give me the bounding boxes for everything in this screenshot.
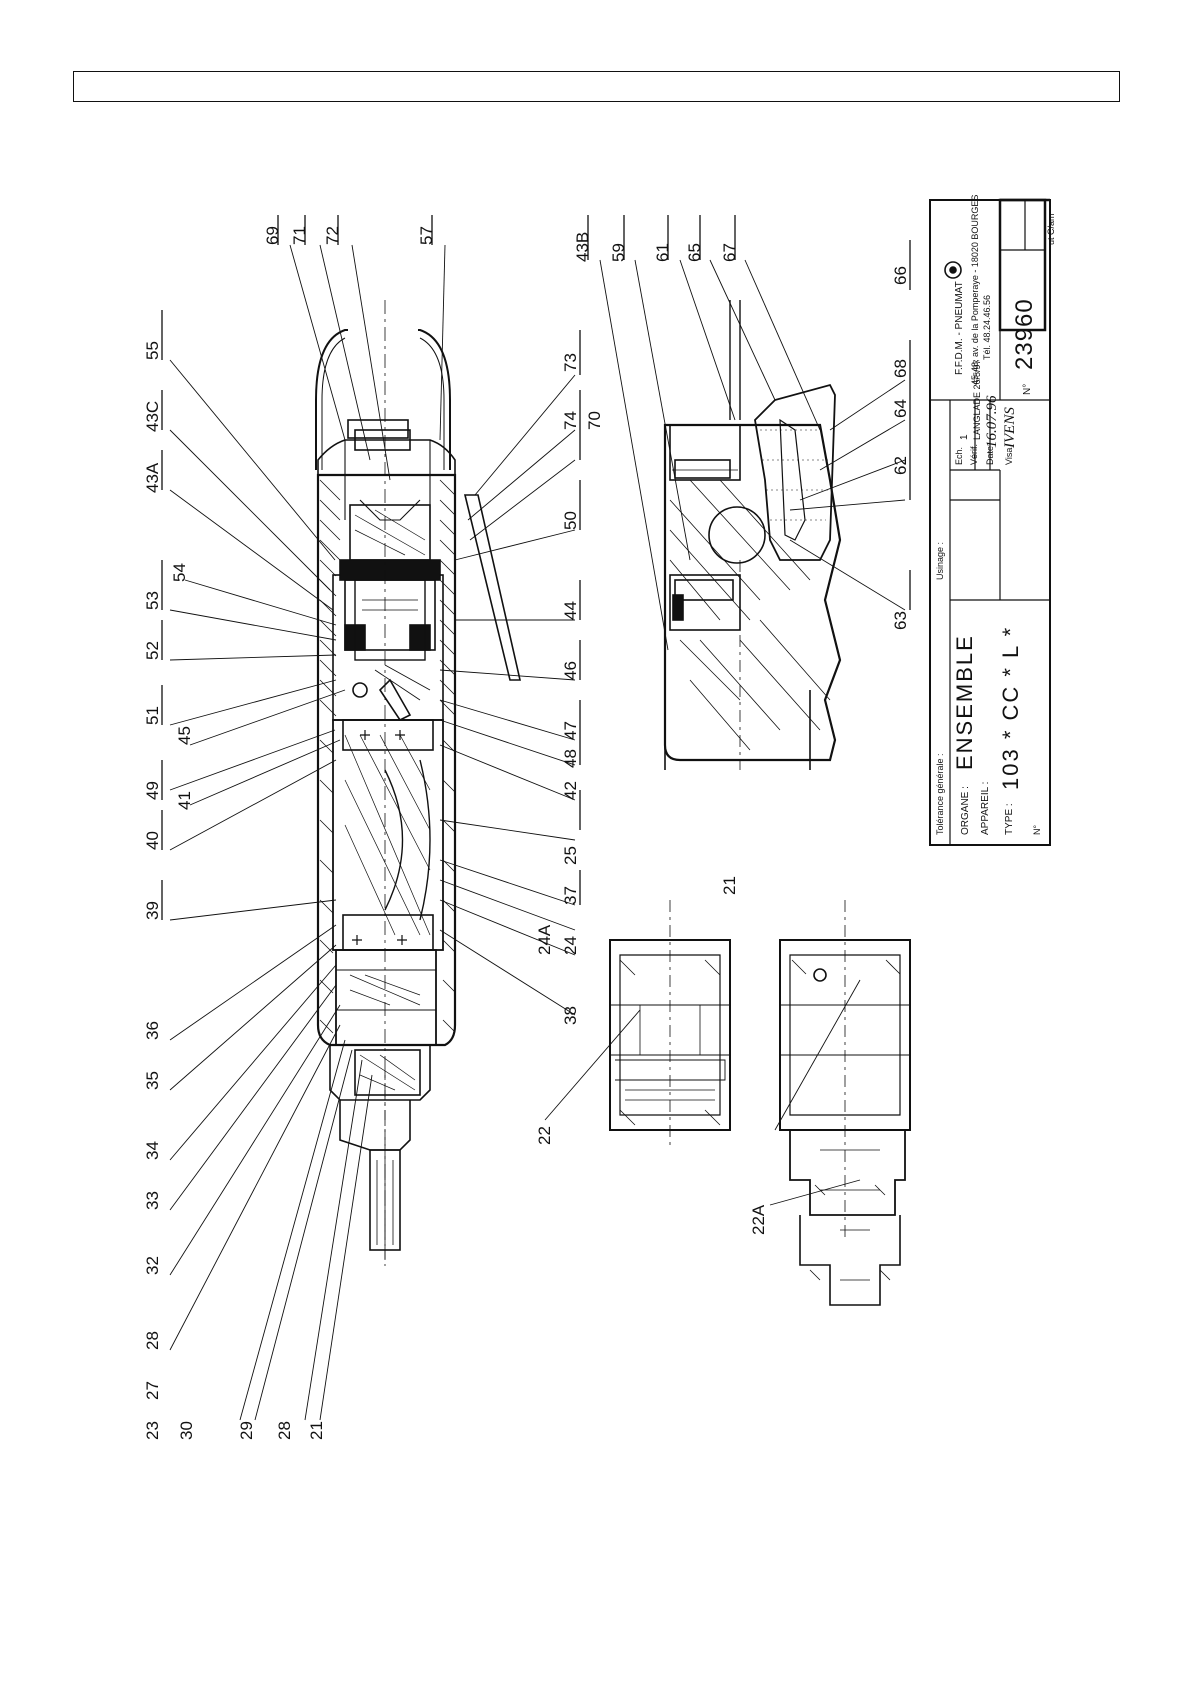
callout-label: 54 bbox=[170, 563, 189, 582]
callout-label: 34 bbox=[143, 1141, 162, 1160]
visa-value: IVENS bbox=[1002, 407, 1018, 449]
callout-label: 51 bbox=[143, 706, 162, 725]
callout-label: 63 bbox=[891, 611, 910, 630]
organe-label: ORGANE : bbox=[960, 786, 971, 835]
callout-label: 72 bbox=[323, 226, 342, 245]
callout-label: 24A bbox=[535, 924, 554, 955]
callout-label: 64 bbox=[891, 399, 910, 418]
callout-label: 22A bbox=[749, 1204, 768, 1235]
callout-label: 37 bbox=[561, 886, 580, 905]
callout-label: 33 bbox=[143, 1191, 162, 1210]
drawing-number: 23960 bbox=[1011, 298, 1038, 370]
usinage-label: Usinage : bbox=[935, 542, 945, 580]
echelle-label: Ech. bbox=[954, 447, 964, 465]
callout-label: 23 bbox=[143, 1421, 162, 1440]
callout-label: 49 bbox=[143, 781, 162, 800]
callout-label: 50 bbox=[561, 511, 580, 530]
callout-label: 45 bbox=[175, 726, 194, 745]
callout-label: 47 bbox=[561, 721, 580, 740]
visa-label: Visa bbox=[1004, 448, 1014, 465]
callout-label: 35 bbox=[143, 1071, 162, 1090]
title-block: F.F.D.M. - PNEUMAT 45-48, av. de la Pomp… bbox=[929, 195, 1056, 846]
callout-label: 40 bbox=[143, 831, 162, 850]
callout-label: 44 bbox=[561, 601, 580, 620]
type-label: TYPE : bbox=[1004, 803, 1015, 835]
callout-label: 32 bbox=[143, 1256, 162, 1275]
organe-value: ENSEMBLE bbox=[952, 634, 977, 770]
callout-underlines bbox=[161, 215, 911, 920]
callout-label: 69 bbox=[263, 226, 282, 245]
appareil-label: APPAREIL : bbox=[980, 782, 991, 835]
callout-label: 39 bbox=[143, 901, 162, 920]
callout-label: 41 bbox=[175, 791, 194, 810]
callout-label: 21 bbox=[307, 1421, 326, 1440]
tolerance-label: Tolérance générale : bbox=[935, 753, 945, 835]
inlet-detail bbox=[663, 300, 842, 770]
verif-label: Vérif. bbox=[969, 444, 979, 465]
callout-label: 74 bbox=[561, 411, 580, 430]
date-value: 16.07.96 bbox=[984, 395, 1000, 448]
callout-label: 43B bbox=[573, 232, 592, 262]
coupling-22A bbox=[789, 1130, 906, 1306]
no-label: N° bbox=[1032, 825, 1042, 835]
callout-label: 70 bbox=[585, 411, 604, 430]
callout-label: 53 bbox=[143, 591, 162, 610]
callout-label: 28 bbox=[143, 1331, 162, 1350]
callout-label: 57 bbox=[417, 226, 436, 245]
company-address: 45-48, av. de la Pomperaye - 18020 BOURG… bbox=[970, 195, 980, 385]
coupling-22 bbox=[609, 900, 731, 1150]
callout-label: 52 bbox=[143, 641, 162, 660]
callout-label: 43A bbox=[143, 462, 162, 493]
date-label: Date bbox=[985, 446, 995, 465]
callout-label: 68 bbox=[891, 359, 910, 378]
type-value: 103 * CC * L * bbox=[998, 626, 1023, 790]
number-label: N° bbox=[1022, 384, 1033, 395]
callout-label: 73 bbox=[561, 353, 580, 372]
callout-label: 65 bbox=[685, 243, 704, 262]
leader-lines bbox=[169, 244, 906, 1421]
callout-label: 29 bbox=[237, 1421, 256, 1440]
callout-label: 24 bbox=[561, 936, 580, 955]
callout-label: 46 bbox=[561, 661, 580, 680]
coupling-21 bbox=[779, 900, 911, 1240]
callout-label: 25 bbox=[561, 846, 580, 865]
callout-label: 61 bbox=[653, 243, 672, 262]
title-block-frame bbox=[929, 199, 1051, 846]
title-block-grid bbox=[930, 198, 1050, 845]
callout-label: 36 bbox=[143, 1021, 162, 1040]
callout-label: 66 bbox=[891, 266, 910, 285]
callout-label: 48 bbox=[561, 749, 580, 768]
callout-label: 30 bbox=[177, 1421, 196, 1440]
callout-label: 27 bbox=[143, 1381, 162, 1400]
callout-label: 67 bbox=[720, 243, 739, 262]
callout-label: 28 bbox=[275, 1421, 294, 1440]
callout-label: 55 bbox=[143, 341, 162, 360]
callout-label: 22 bbox=[535, 1126, 554, 1145]
company-name: F.F.D.M. - PNEUMAT bbox=[954, 281, 965, 375]
header-frame bbox=[73, 71, 1120, 102]
corner-text: ut C/am bbox=[1046, 213, 1056, 245]
callout-label: 21 bbox=[720, 876, 739, 895]
drawing-linework bbox=[161, 215, 911, 1421]
callout-label: 42 bbox=[561, 781, 580, 800]
callout-label: 62 bbox=[891, 456, 910, 475]
verif-value: LANGLADE 26/5/97 bbox=[972, 359, 982, 440]
company-logo bbox=[944, 261, 962, 279]
callout-labels: 69 71 72 57 43B 59 61 65 67 55 43C 43A 5… bbox=[143, 226, 910, 1440]
callout-label: 43C bbox=[143, 401, 162, 432]
main-assembly bbox=[315, 300, 522, 1270]
callout-label: 38 bbox=[561, 1006, 580, 1025]
company-phone: Tél. 48.24.46.56 bbox=[982, 295, 992, 360]
echelle-value: 1 bbox=[959, 434, 970, 440]
callout-label: 59 bbox=[609, 243, 628, 262]
callout-label: 71 bbox=[290, 226, 309, 245]
